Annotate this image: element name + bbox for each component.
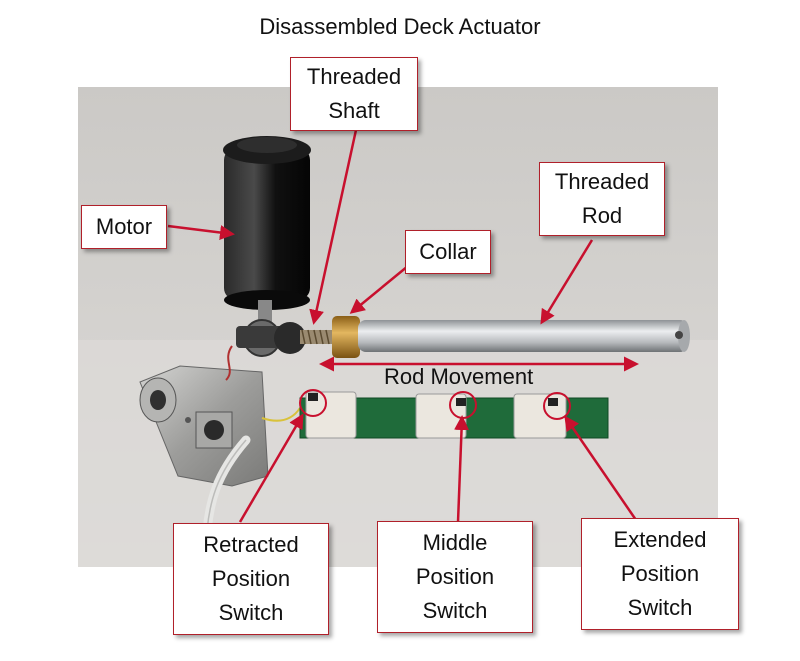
collar-arrow bbox=[349, 265, 409, 314]
extended-switch-arrow bbox=[564, 415, 638, 521]
motor-label: Motor bbox=[81, 205, 167, 249]
pcb-board-shape bbox=[299, 391, 609, 439]
extended-switch-highlight bbox=[543, 392, 571, 420]
collar-label: Collar bbox=[405, 230, 491, 274]
threaded-shaft-shape bbox=[300, 329, 334, 345]
middle-switch-arrow bbox=[454, 415, 470, 523]
threaded-rod-arrow bbox=[540, 239, 594, 325]
gear-shape bbox=[236, 319, 306, 357]
collar-shape bbox=[332, 316, 360, 358]
motor-shape bbox=[223, 136, 311, 322]
threaded-shaft-arrow bbox=[309, 129, 358, 325]
threaded-rod-shape bbox=[358, 320, 690, 352]
rod-movement-label: Rod Movement bbox=[384, 364, 534, 389]
retracted-switch-highlight bbox=[299, 389, 327, 417]
diagram-title: Disassembled Deck Actuator bbox=[259, 14, 541, 39]
retracted-switch-arrow bbox=[238, 413, 304, 523]
motor-arrow bbox=[167, 224, 235, 240]
